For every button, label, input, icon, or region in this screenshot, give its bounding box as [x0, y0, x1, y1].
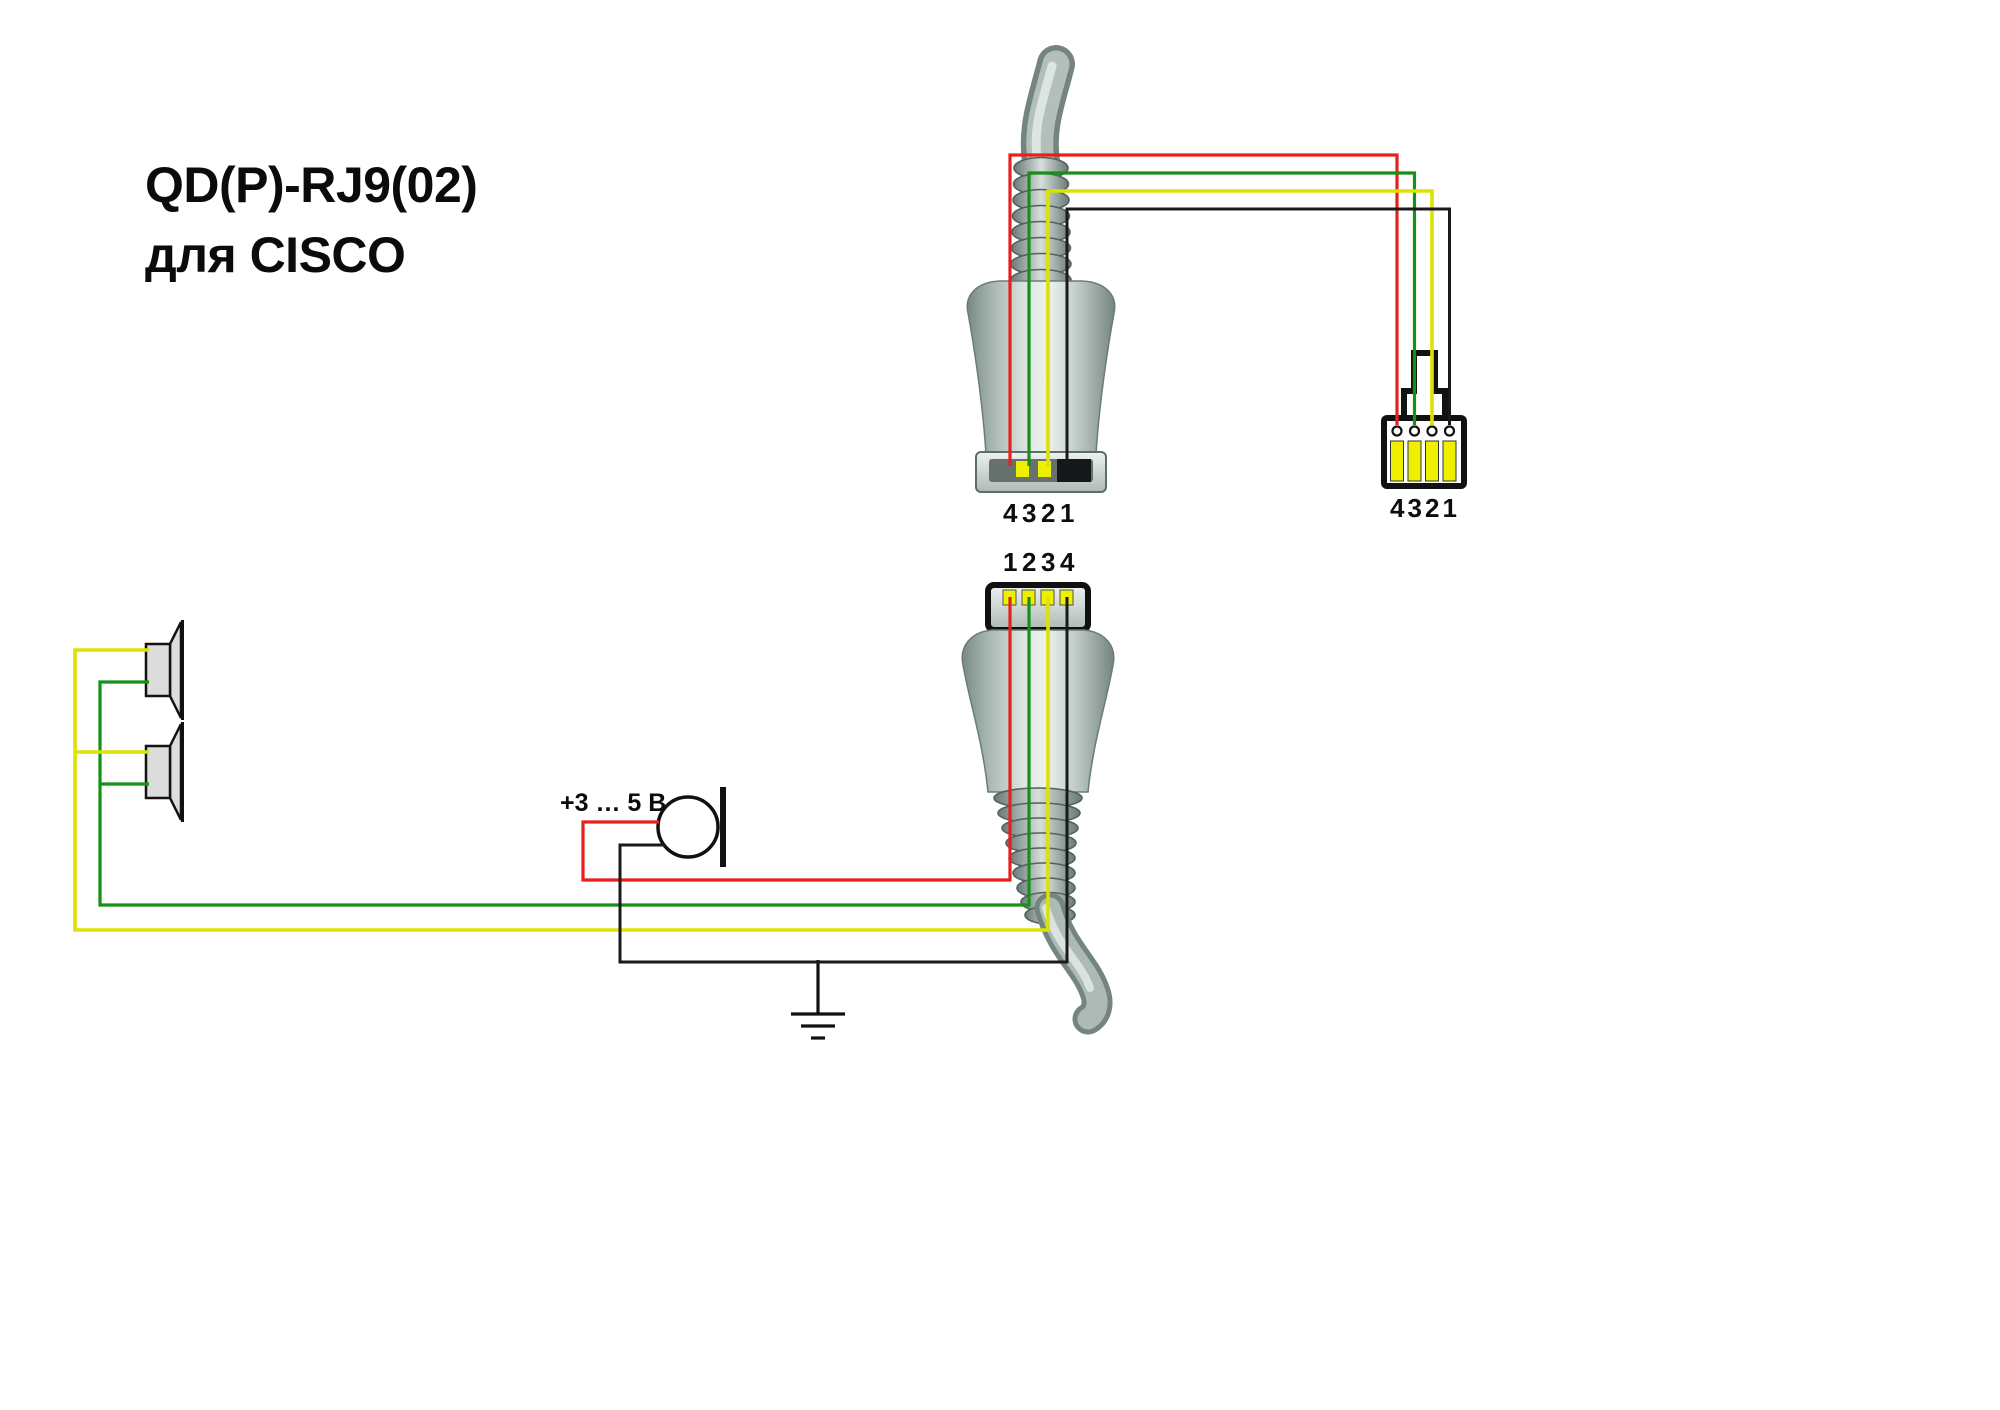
pin-label: 2 [1041, 498, 1056, 528]
wire-green-top [1027, 171, 1417, 466]
wire-black-top [1065, 207, 1451, 466]
wire-yellow-top [1046, 189, 1434, 466]
cable-tail [1034, 892, 1113, 1035]
rj9-pin-contact [1442, 440, 1457, 482]
ground-symbol [791, 960, 845, 1040]
rj9-pin-hole [1426, 425, 1438, 437]
rj9-pin-contact [1425, 440, 1439, 482]
rj9-pin-labels: 4 3 2 1 [1390, 493, 1457, 524]
qd-bottom-pin-labels: 1 2 3 4 [1003, 547, 1074, 578]
speaker-body [144, 642, 172, 698]
mic-voltage-label: +3 … 5 В [560, 789, 667, 817]
wire-black-bottom [618, 597, 1069, 964]
mic-capsule-circle [656, 795, 720, 859]
pin-label: 2 [1022, 547, 1037, 577]
rj9-pin-hole [1443, 425, 1456, 437]
connector-body-top [966, 280, 1116, 456]
qd-connector-bottom [961, 582, 1115, 1035]
pin-label: 2 [1425, 493, 1440, 523]
pin-label: 3 [1022, 498, 1037, 528]
microphone [656, 787, 726, 867]
rj9-pin-hole [1391, 425, 1403, 437]
pin-label: 4 [1060, 547, 1075, 577]
speaker-body [144, 744, 172, 800]
wire-yellow-bottom [73, 597, 1050, 932]
qd-top-face [975, 451, 1107, 493]
rj9-pin-contact [1407, 440, 1422, 482]
pin-label: 3 [1407, 493, 1422, 523]
wires [73, 153, 1451, 964]
speaker-bottom [144, 722, 184, 822]
pin-label: 4 [1390, 493, 1405, 523]
pin-label: 1 [1003, 547, 1018, 577]
speaker-top [144, 620, 184, 720]
rj9-plug [1381, 350, 1467, 489]
qd-top-face-opening [1057, 459, 1091, 482]
diagram-title: QD(P)-RJ9(02) для CISCO [145, 150, 478, 290]
pin-label: 3 [1041, 547, 1056, 577]
rj9-pin-contact [1390, 440, 1404, 482]
cable-top [1020, 45, 1075, 181]
pin-label: 1 [1442, 493, 1457, 523]
cable-ribs-top [1010, 156, 1072, 292]
qd-connector-top [966, 45, 1116, 493]
wire-red-bottom [581, 597, 1012, 882]
rj9-pins [1390, 425, 1457, 482]
qd-top-pin-labels: 4 3 2 1 [1003, 498, 1074, 529]
title-line2: для CISCO [145, 227, 406, 283]
speaker-cone [168, 723, 183, 821]
rj9-latch [1401, 350, 1448, 420]
wire-red-top [1008, 153, 1399, 466]
speaker-cone [168, 621, 183, 719]
qd-contact [1016, 461, 1029, 477]
pin-label: 1 [1060, 498, 1075, 528]
pin-label: 4 [1003, 498, 1018, 528]
connector-body-bottom [961, 629, 1115, 793]
wire-green-bottom [98, 597, 1031, 907]
rj9-pin-hole [1408, 425, 1421, 437]
title-line1: QD(P)-RJ9(02) [145, 157, 478, 213]
